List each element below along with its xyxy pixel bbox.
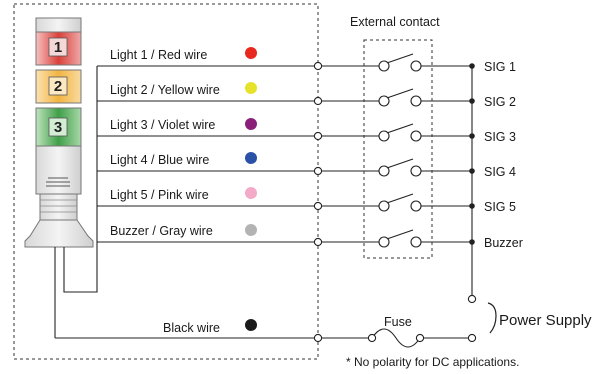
wire-color-dot xyxy=(245,224,257,236)
tower-base xyxy=(24,219,94,248)
tower-housing-outline xyxy=(13,3,319,360)
switch-terminal-right xyxy=(410,95,422,107)
switch-terminal-left xyxy=(378,165,390,177)
housing-terminal xyxy=(313,131,323,141)
wire-color-dot xyxy=(245,152,257,164)
signal-label: SIG 2 xyxy=(484,95,516,109)
wire-label: Light 4 / Blue wire xyxy=(110,153,209,167)
switch-terminal-left xyxy=(378,236,390,248)
power-supply-terminal-top xyxy=(467,294,477,304)
black-wire-label: Black wire xyxy=(163,321,220,335)
tower-segment-3-label: 3 xyxy=(54,119,62,136)
signal-label: SIG 4 xyxy=(484,165,516,179)
switch-terminal-left xyxy=(378,200,390,212)
switch-blade xyxy=(383,229,414,241)
housing-terminal xyxy=(313,237,323,247)
wire-label: Buzzer / Gray wire xyxy=(110,224,213,238)
housing-terminal xyxy=(313,201,323,211)
tower-cap xyxy=(35,17,82,33)
tower-neck xyxy=(39,193,78,221)
tower-buzzer-body xyxy=(35,145,82,195)
switch-blade xyxy=(383,53,414,65)
switch-terminal-right xyxy=(410,200,422,212)
signal-label: Buzzer xyxy=(484,236,523,250)
tower-segment-1-label: 1 xyxy=(54,39,62,56)
switch-blade xyxy=(383,88,414,100)
fuse-terminal-left xyxy=(367,333,377,343)
housing-terminal xyxy=(313,166,323,176)
tower-segment-red xyxy=(35,31,82,66)
power-supply-terminal-bottom xyxy=(467,333,477,343)
tower-segment-1-badge xyxy=(48,37,68,57)
switch-terminal-left xyxy=(378,60,390,72)
black-wire-terminal xyxy=(313,333,323,343)
wire-label: Light 3 / Violet wire xyxy=(110,118,215,132)
signal-label: SIG 1 xyxy=(484,60,516,74)
signal-tower: 1 2 3 xyxy=(24,17,94,248)
switch-terminal-right xyxy=(410,130,422,142)
polarity-note: * No polarity for DC applications. xyxy=(346,355,519,369)
housing-terminal xyxy=(313,61,323,71)
power-supply-label: Power Supply xyxy=(499,312,592,329)
housing-terminal xyxy=(313,96,323,106)
fuse: Fuse xyxy=(367,315,477,348)
switch-terminal-right xyxy=(410,60,422,72)
switch-blade xyxy=(383,158,414,170)
wire-color-dot xyxy=(245,82,257,94)
switch-terminal-right xyxy=(410,236,422,248)
switch-blade xyxy=(383,123,414,135)
wire-label: Light 1 / Red wire xyxy=(110,48,207,62)
switch-terminal-left xyxy=(378,95,390,107)
external-contact-label: External contact xyxy=(350,15,440,29)
black-wire-row: Black wire xyxy=(55,319,372,343)
external-contact-box xyxy=(363,39,433,259)
wire-label: Light 5 / Pink wire xyxy=(110,188,209,202)
buzzer-grille xyxy=(46,177,70,187)
signal-label: SIG 5 xyxy=(484,200,516,214)
wire-color-dot xyxy=(245,118,257,130)
tower-wire-bundle xyxy=(54,66,98,338)
wire-color-dot xyxy=(245,47,257,59)
signal-label: SIG 3 xyxy=(484,130,516,144)
power-supply-brace xyxy=(487,302,497,334)
fuse-label: Fuse xyxy=(384,315,412,329)
switch-blade xyxy=(383,193,414,205)
black-wire-color-dot xyxy=(245,319,257,331)
wire-label: Light 2 / Yellow wire xyxy=(110,83,220,97)
wire-color-dot xyxy=(245,187,257,199)
tower-segment-3-badge xyxy=(48,117,68,137)
tower-segment-2-label: 2 xyxy=(54,78,62,95)
fuse-terminal-right xyxy=(415,333,425,343)
switch-terminal-right xyxy=(410,165,422,177)
switch-terminal-left xyxy=(378,130,390,142)
tower-segment-2-badge xyxy=(48,76,68,96)
